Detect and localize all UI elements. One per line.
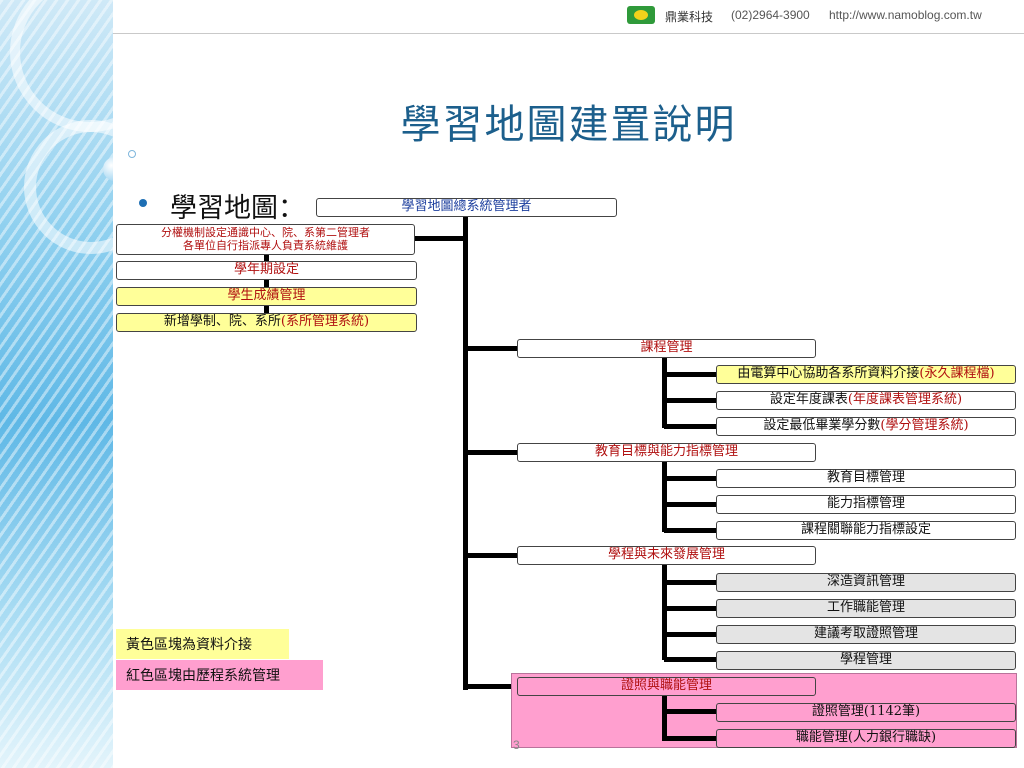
node-min-credits-label: 設定最低畢業學分數 <box>763 418 881 434</box>
node-certificates-competency: 證照與職能管理 <box>517 677 816 696</box>
page-number: 3 <box>513 738 520 752</box>
node-left-grades: 學生成績管理 <box>116 287 417 306</box>
decoration-bubble <box>103 157 113 181</box>
header-phone: (02)2964-3900 <box>731 8 810 22</box>
connector-sub-4-1 <box>664 709 716 714</box>
node-course-management: 課程管理 <box>517 339 816 358</box>
connector-branch-2 <box>465 450 517 455</box>
node-min-credits-system: (學分管理系統) <box>880 418 969 434</box>
node-left-new-programs-label: 新增學制、院、系所 <box>163 314 281 330</box>
node-course-data-integration-system: (永久課程檔) <box>919 366 995 382</box>
connector-sub-trunk-1 <box>662 357 667 428</box>
connector-sub-3-3 <box>664 632 716 637</box>
header-url[interactable]: http://www.namoblog.com.tw <box>829 8 982 22</box>
node-course-data-integration: 由電算中心協助各系所資料介接(永久課程檔) <box>716 365 1016 384</box>
connector-branch-4 <box>465 684 517 689</box>
node-further-study: 深造資訊管理 <box>716 573 1016 592</box>
node-left-delegation-line1: 分權機制設定通識中心、院、系第二管理者 <box>161 225 370 239</box>
node-left-delegation: 分權機制設定通識中心、院、系第二管理者 各單位自行指派專人負責系統維護 <box>116 224 415 255</box>
node-left-new-programs: 新增學制、院、系所(系所管理系統) <box>116 313 417 332</box>
node-job-competency: 工作職能管理 <box>716 599 1016 618</box>
connector-sub-3-1 <box>664 580 716 585</box>
node-min-credits: 設定最低畢業學分數(學分管理系統) <box>716 417 1016 436</box>
node-suggested-certificates: 建議考取證照管理 <box>716 625 1016 644</box>
connector-sub-1-2 <box>664 398 716 403</box>
legend-yellow: 黃色區塊為資料介接 <box>116 629 289 659</box>
node-competency-indicators: 能力指標管理 <box>716 495 1016 514</box>
connector-left-vertical <box>264 253 269 317</box>
connector-sub-4-2 <box>664 736 716 741</box>
node-education-goals: 教育目標與能力指標管理 <box>517 443 816 462</box>
connector-sub-trunk-2 <box>662 461 667 532</box>
connector-sub-1-3 <box>664 424 716 429</box>
node-course-data-integration-label: 由電算中心協助各系所資料介接 <box>737 366 920 382</box>
node-top-admin: 學習地圖總系統管理者 <box>316 198 617 217</box>
decoration-bubble-small <box>128 150 136 158</box>
slide-header: 鼎業科技 (02)2964-3900 http://www.namoblog.c… <box>113 0 1024 34</box>
connector-sub-1-1 <box>664 372 716 377</box>
connector-sub-trunk-3 <box>662 564 667 660</box>
connector-sub-2-1 <box>664 476 716 481</box>
connector-sub-3-4 <box>664 657 716 662</box>
company-logo-icon <box>627 6 655 24</box>
node-course-competency-link: 課程關聯能力指標設定 <box>716 521 1016 540</box>
header-company-name: 鼎業科技 <box>665 10 714 24</box>
node-programs-future: 學程與未來發展管理 <box>517 546 816 565</box>
node-competency-management: 職能管理(人力銀行職缺) <box>716 729 1016 748</box>
node-annual-schedule-label: 設定年度課表 <box>769 392 848 408</box>
connector-branch-3 <box>465 553 517 558</box>
connector-branch-1 <box>465 346 517 351</box>
node-annual-schedule: 設定年度課表(年度課表管理系統) <box>716 391 1016 410</box>
left-decoration-panel <box>0 0 113 768</box>
connector-sub-3-2 <box>664 606 716 611</box>
node-left-new-programs-system: (系所管理系統) <box>280 314 370 330</box>
bullet-text: 學習地圖： <box>170 193 305 224</box>
node-certificate-management: 證照管理(1142筆) <box>716 703 1016 722</box>
slide-title: 學習地圖建置說明 <box>400 102 737 148</box>
connector-sub-trunk-4 <box>662 694 667 741</box>
legend-pink: 紅色區塊由歷程系統管理 <box>116 660 323 690</box>
node-left-term-setting: 學年期設定 <box>116 261 417 280</box>
connector-to-left-group <box>415 236 465 241</box>
node-education-goals-management: 教育目標管理 <box>716 469 1016 488</box>
node-left-delegation-line2: 各單位自行指派專人負責系統維護 <box>183 238 348 252</box>
connector-sub-2-3 <box>664 528 716 533</box>
connector-sub-2-2 <box>664 502 716 507</box>
node-annual-schedule-system: (年度課表管理系統) <box>847 392 963 408</box>
node-program-management: 學程管理 <box>716 651 1016 670</box>
bullet-icon <box>139 199 147 207</box>
